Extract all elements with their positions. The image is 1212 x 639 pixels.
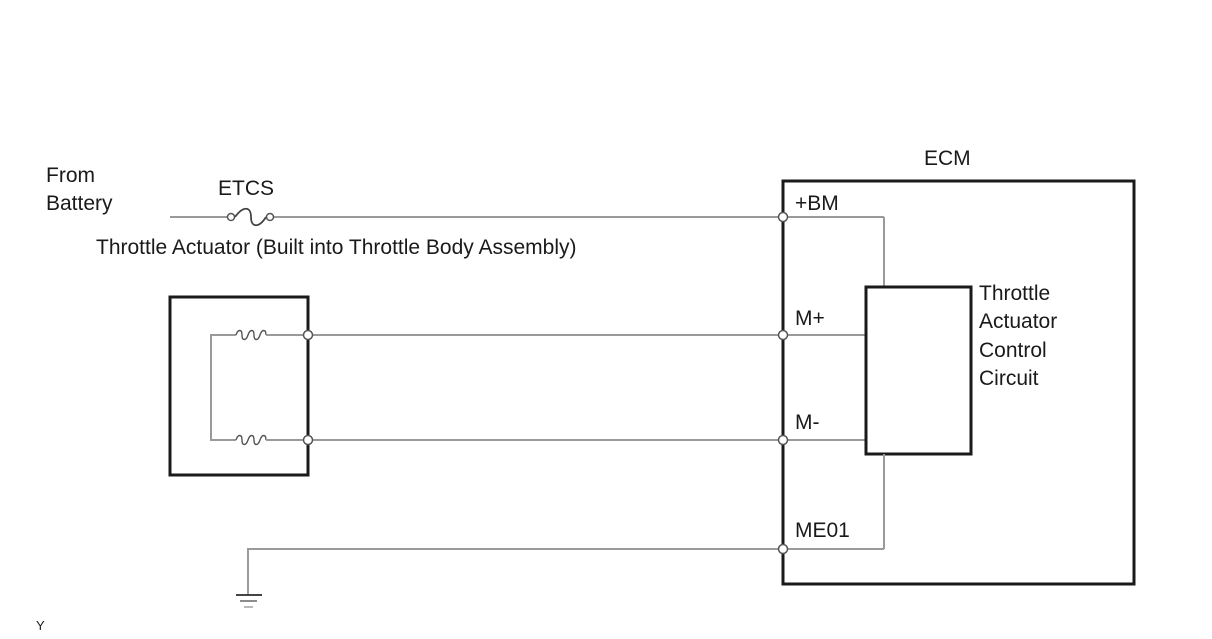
terminal-me01 (777, 543, 789, 555)
actuator-terminal-top (302, 329, 314, 341)
motor-coil-top-icon (235, 329, 267, 341)
ground-wire (247, 548, 783, 594)
actuator-terminal-bottom (302, 434, 314, 446)
terminal-bm (777, 211, 789, 223)
actuator-label: Throttle Actuator (Built into Throttle B… (96, 236, 577, 259)
ecm-title: ECM (924, 147, 971, 170)
terminal-m-minus (777, 434, 789, 446)
corner-mark: Y (36, 618, 45, 633)
circuit-label-line2: Actuator (979, 310, 1057, 333)
source-label-line2: Battery (46, 192, 113, 215)
terminal-m-minus-label: M- (795, 411, 820, 434)
fuse-label: ETCS (218, 177, 274, 200)
terminal-m-plus (777, 329, 789, 341)
source-label-line1: From (46, 164, 95, 187)
ecm-box (781, 179, 1136, 586)
control-circuit-box (864, 285, 973, 456)
circuit-label-line3: Control (979, 339, 1047, 362)
ground-icon (236, 594, 262, 608)
terminal-m-plus-label: M+ (795, 307, 825, 330)
circuit-label-line1: Throttle (979, 282, 1050, 305)
terminal-me01-label: ME01 (795, 519, 850, 542)
fuse-icon (226, 207, 275, 227)
actuator-internal-loop (210, 334, 236, 441)
motor-coil-bottom-icon (235, 434, 267, 446)
throttle-actuator-box (168, 295, 310, 477)
circuit-label-line4: Circuit (979, 367, 1039, 390)
terminal-bm-label: +BM (795, 192, 839, 215)
